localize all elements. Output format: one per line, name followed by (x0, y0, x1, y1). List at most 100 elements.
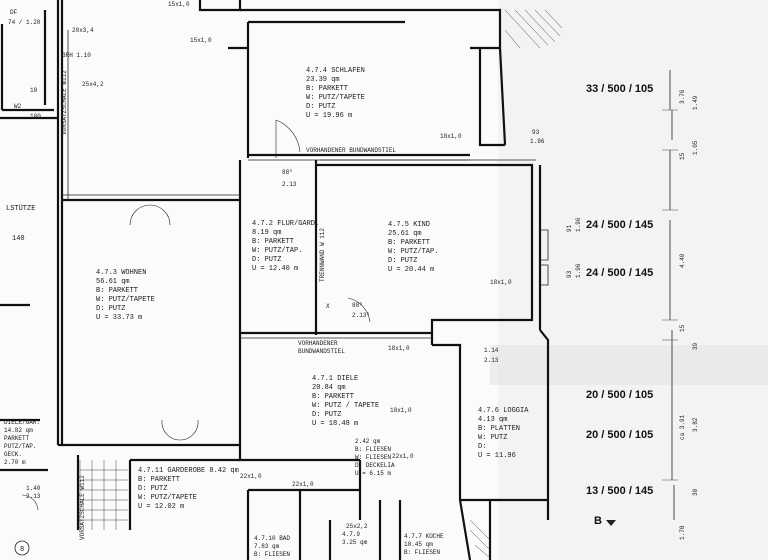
room-label-line: 4.7.10 BAD (254, 535, 290, 542)
room-label-line: B: FLIESEN (254, 551, 290, 558)
room-label-line: U = 20.44 m (388, 266, 434, 274)
dimension: 10 (30, 87, 38, 94)
room-label-line: 2.70 m (4, 459, 26, 466)
wall-label: VORHANDENER (298, 340, 338, 347)
window-code: 24 / 500 / 145 (586, 267, 653, 279)
room-label-line: DIELE/GAR. (4, 419, 40, 426)
room-label-line: 20.84 qm (312, 384, 346, 392)
section-mark: B (594, 515, 602, 527)
room-label-line: 23.39 qm (306, 76, 340, 84)
room-label-line: 3.25 qm (342, 539, 368, 546)
room-label-line: W: PUTZ / TAPETE (312, 402, 379, 410)
room-label-line: 8.19 qm (252, 229, 281, 237)
dimension: 3.76 (679, 89, 686, 104)
dimension: 100 (30, 113, 41, 120)
dimension: 1.49 (692, 95, 699, 110)
room-loggia: 4.7.6 LOGGIA 4.13 qm B: PLATTEN W: PUTZ … (478, 407, 529, 460)
wall-labels: VORHANDENER BUNDWANDSTIEL VORHANDENER BU… (6, 70, 396, 540)
room-label-line: W: PUTZ/TAP. (388, 248, 438, 256)
axis-mark: 8 (20, 546, 24, 554)
room-label-line: W: PUTZ/TAPETE (96, 296, 155, 304)
wall-label: LSTÜTZE (6, 204, 35, 213)
room-label-line: 4.13 qm (478, 416, 507, 424)
room-label-line: PARKETT (4, 435, 30, 442)
axis-circle (14, 540, 30, 556)
dimension: 2.13 (282, 181, 297, 188)
dimension: 18x1,0 (490, 279, 512, 286)
room-label-line: 4.7.1 DIELE (312, 375, 358, 383)
room-label-line: 4.7.3 WOHNEN (96, 269, 146, 277)
dimension: 1.14 (484, 347, 499, 354)
room-label-line: U = 33.73 m (96, 314, 142, 322)
room-label-line: W: PUTZ/TAP. (252, 247, 302, 255)
room-label-line: U = 11.96 (478, 452, 516, 460)
room-label-line: U = 19.96 m (306, 112, 352, 120)
room-label-line: D: DECKELIA (355, 462, 395, 469)
dimension: 2.13 (26, 493, 41, 500)
room-label-line: 4.7.11 GARDEROBE 8.42 qm (138, 467, 239, 475)
room-flur: 4.7.2 FLUR/GARD. 8.19 qm B: PARKETT W: P… (252, 220, 319, 273)
dimension: 1.96 (530, 138, 545, 145)
wall-label: BUNDWANDSTIEL (298, 348, 345, 355)
room-kueche: 4.7.7 KÜCHE 10.45 qm B: FLIESEN (404, 533, 444, 556)
wall-label: VORSATZSCHALE W112 (79, 475, 86, 540)
dimension: 74 / 1.20 (8, 19, 41, 26)
dimension: W2 (14, 103, 22, 110)
room-label-line: B: PARKETT (96, 287, 138, 295)
room-label-line: U = 12.40 m (252, 265, 298, 273)
room-garderobe: 4.7.11 GARDEROBE 8.42 qm B: PARKETT D: P… (138, 467, 239, 511)
room-label-line: U = 18.48 m (312, 420, 358, 428)
dimension: 1.05 (692, 140, 699, 155)
window-codes: 33 / 500 / 105 24 / 500 / 145 24 / 500 /… (586, 83, 653, 497)
room-label-line: B: PLATTEN (478, 425, 520, 433)
dimension: 93 (566, 270, 573, 278)
room-label-line: D: PUTZ (138, 485, 167, 493)
dimension: 15x1,0 (168, 1, 190, 8)
room-label-line: D: PUTZ (388, 257, 417, 265)
room-label-line: W: PUTZ/TAPETE (306, 94, 365, 102)
dimension: 2.13⁵ (352, 312, 370, 319)
dimension: 4.40 (679, 253, 686, 268)
room-label-line: 4.7.2 FLUR/GARD. (252, 220, 319, 228)
room-label-line: U = 6.15 m (355, 470, 391, 477)
room-label-line: 25.61 qm (388, 230, 422, 238)
window-code: 24 / 500 / 145 (586, 219, 653, 231)
dimension: 1.78 (679, 525, 686, 540)
room-label-line: B: PARKETT (138, 476, 180, 484)
dimension: 88⁵ (282, 169, 293, 176)
dimension: ca 3.91 (679, 414, 686, 440)
room-label-line: D: PUTZ (306, 103, 335, 111)
wall-label: VORHANDENER BUNDWANDSTIEL (306, 147, 396, 154)
dimension-notes: 15x1,0 15x1,0 18x1,0 18x1,0 18x1,0 18x1,… (8, 1, 699, 554)
room-label-line: 4.7.4 SCHLAFEN (306, 67, 365, 75)
wall-label: VORSATZSCHALE W112 (61, 70, 68, 135)
walls (0, 0, 550, 560)
doors (21, 119, 371, 511)
room-label-line: B: FLIESEN (404, 549, 440, 556)
scan-background (498, 0, 768, 560)
dimension: 88⁵ (352, 302, 363, 309)
wall-label: TRENNWAND W 112 (319, 228, 326, 282)
room-label-line: D: PUTZ (252, 256, 281, 264)
roof-hatching (469, 9, 563, 559)
room-label-line: 4.7.5 KIND (388, 221, 430, 229)
dimension: X (326, 303, 330, 310)
room-label-line: 56.61 qm (96, 278, 130, 286)
window-code: 20 / 500 / 105 (586, 389, 653, 401)
room-label-line: B: PARKETT (252, 238, 294, 246)
room-schlafen: 4.7.4 SCHLAFEN 23.39 qm B: PARKETT W: PU… (306, 67, 365, 120)
dimension: 15x1,0 (190, 37, 212, 44)
dimension: 25x2,2 (346, 523, 368, 530)
dimension: 18x1,0 (440, 133, 462, 140)
dimension: 18x1,0 (388, 345, 410, 352)
dimension: 3.82 (692, 417, 699, 432)
dimension: 93 (532, 129, 540, 136)
room-diele-gar: DIELE/GAR. 14.82 qm PARKETT PUTZ/TAP. GE… (4, 419, 40, 466)
room-label-line: W: FLIESEN (355, 454, 391, 461)
room-abstell: 4.7.9 3.25 qm (342, 531, 368, 546)
dimension: 18x1,0 (390, 407, 412, 414)
dimension: 1.96 (575, 263, 582, 278)
dimension: 1.40 (26, 485, 41, 492)
room-wc: 2.42 qm B: FLIESEN W: FLIESEN D: DECKELI… (355, 438, 395, 477)
